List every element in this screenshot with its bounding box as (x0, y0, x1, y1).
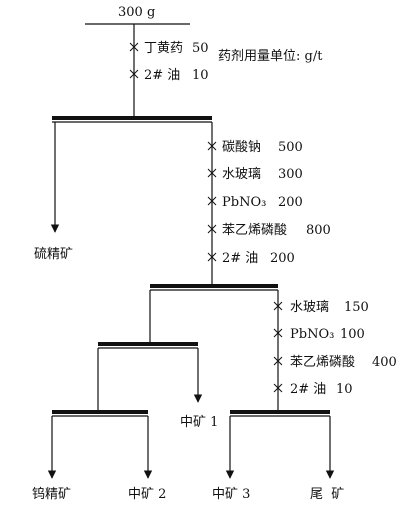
dosing-mark (273, 356, 283, 366)
tailings-label: 尾 矿 (310, 487, 344, 502)
dosing-mark (207, 141, 217, 151)
reagent-2: 水玻璃 300 (207, 167, 303, 182)
flotation-cell-1 (52, 116, 212, 120)
stage1-reagents: 丁黄药 50 2# 油 10 (129, 41, 209, 83)
reagent-dose: 400 (372, 355, 397, 370)
dosing-mark (207, 168, 217, 178)
flotation-cell-4 (52, 410, 148, 414)
reagent-dose: 100 (340, 327, 365, 342)
reagent-dose: 150 (344, 300, 369, 315)
reagent-dose: 200 (270, 251, 295, 266)
middling3-label: 中矿 3 (212, 487, 250, 502)
reagent-dose: 500 (278, 140, 303, 155)
reagent-name: 水玻璃 (222, 167, 261, 182)
reagent-2: PbNO₃ 100 (273, 327, 365, 342)
dosing-mark (207, 196, 217, 206)
reagent-1: 水玻璃 150 (273, 300, 369, 315)
dosing-mark (207, 224, 217, 234)
reagent-2: 2# 油 10 (129, 68, 209, 83)
reagent-4: 苯乙烯磷酸 800 (207, 223, 331, 238)
tungsten-concentrate-label: 钨精矿 (32, 486, 71, 502)
flotation-cell-3 (98, 342, 198, 346)
stage2-reagents: 碳酸钠 500 水玻璃 300 PbNO₃ 200 苯乙烯磷酸 800 2# 油… (207, 140, 331, 266)
reagent-3: 苯乙烯磷酸 400 (273, 355, 397, 370)
reagent-dose: 10 (336, 382, 353, 397)
dosing-mark (129, 42, 139, 52)
reagent-name: 丁黄药 (144, 41, 183, 56)
feed-label: 300 g (118, 5, 155, 20)
dosing-mark (273, 328, 283, 338)
reagent-1: 丁黄药 50 (129, 41, 209, 56)
reagent-name: PbNO₃ (290, 327, 334, 342)
flotation-cell-2 (150, 284, 278, 288)
middling1-label: 中矿 1 (180, 415, 218, 430)
reagent-dose: 200 (278, 195, 303, 210)
reagent-name: 2# 油 (222, 251, 258, 266)
reagent-name: 2# 油 (290, 382, 326, 397)
reagent-name: 苯乙烯磷酸 (222, 223, 287, 238)
reagent-name: 2# 油 (144, 68, 180, 83)
dosing-mark (273, 301, 283, 311)
middling2-label: 中矿 2 (128, 487, 166, 502)
reagent-dose: 300 (278, 167, 303, 182)
reagent-5: 2# 油 200 (207, 251, 295, 266)
reagent-name: 苯乙烯磷酸 (290, 355, 355, 370)
dosing-mark (207, 252, 217, 262)
reagent-4: 2# 油 10 (273, 382, 353, 397)
reagent-dose: 50 (192, 41, 209, 56)
reagent-1: 碳酸钠 500 (207, 140, 303, 155)
reagent-dose: 800 (306, 223, 331, 238)
flotation-cell-5 (230, 410, 330, 414)
unit-note: 药剂用量单位: g/t (218, 49, 323, 64)
sulfur-concentrate-label: 硫精矿 (34, 247, 73, 262)
dosing-mark (273, 383, 283, 393)
reagent-name: 水玻璃 (290, 300, 329, 315)
reagent-name: 碳酸钠 (222, 140, 261, 155)
stage3-reagents: 水玻璃 150 PbNO₃ 100 苯乙烯磷酸 400 2# 油 10 (273, 300, 397, 397)
reagent-3: PbNO₃ 200 (207, 195, 303, 210)
dosing-mark (129, 69, 139, 79)
reagent-dose: 10 (192, 68, 209, 83)
reagent-name: PbNO₃ (222, 195, 266, 210)
